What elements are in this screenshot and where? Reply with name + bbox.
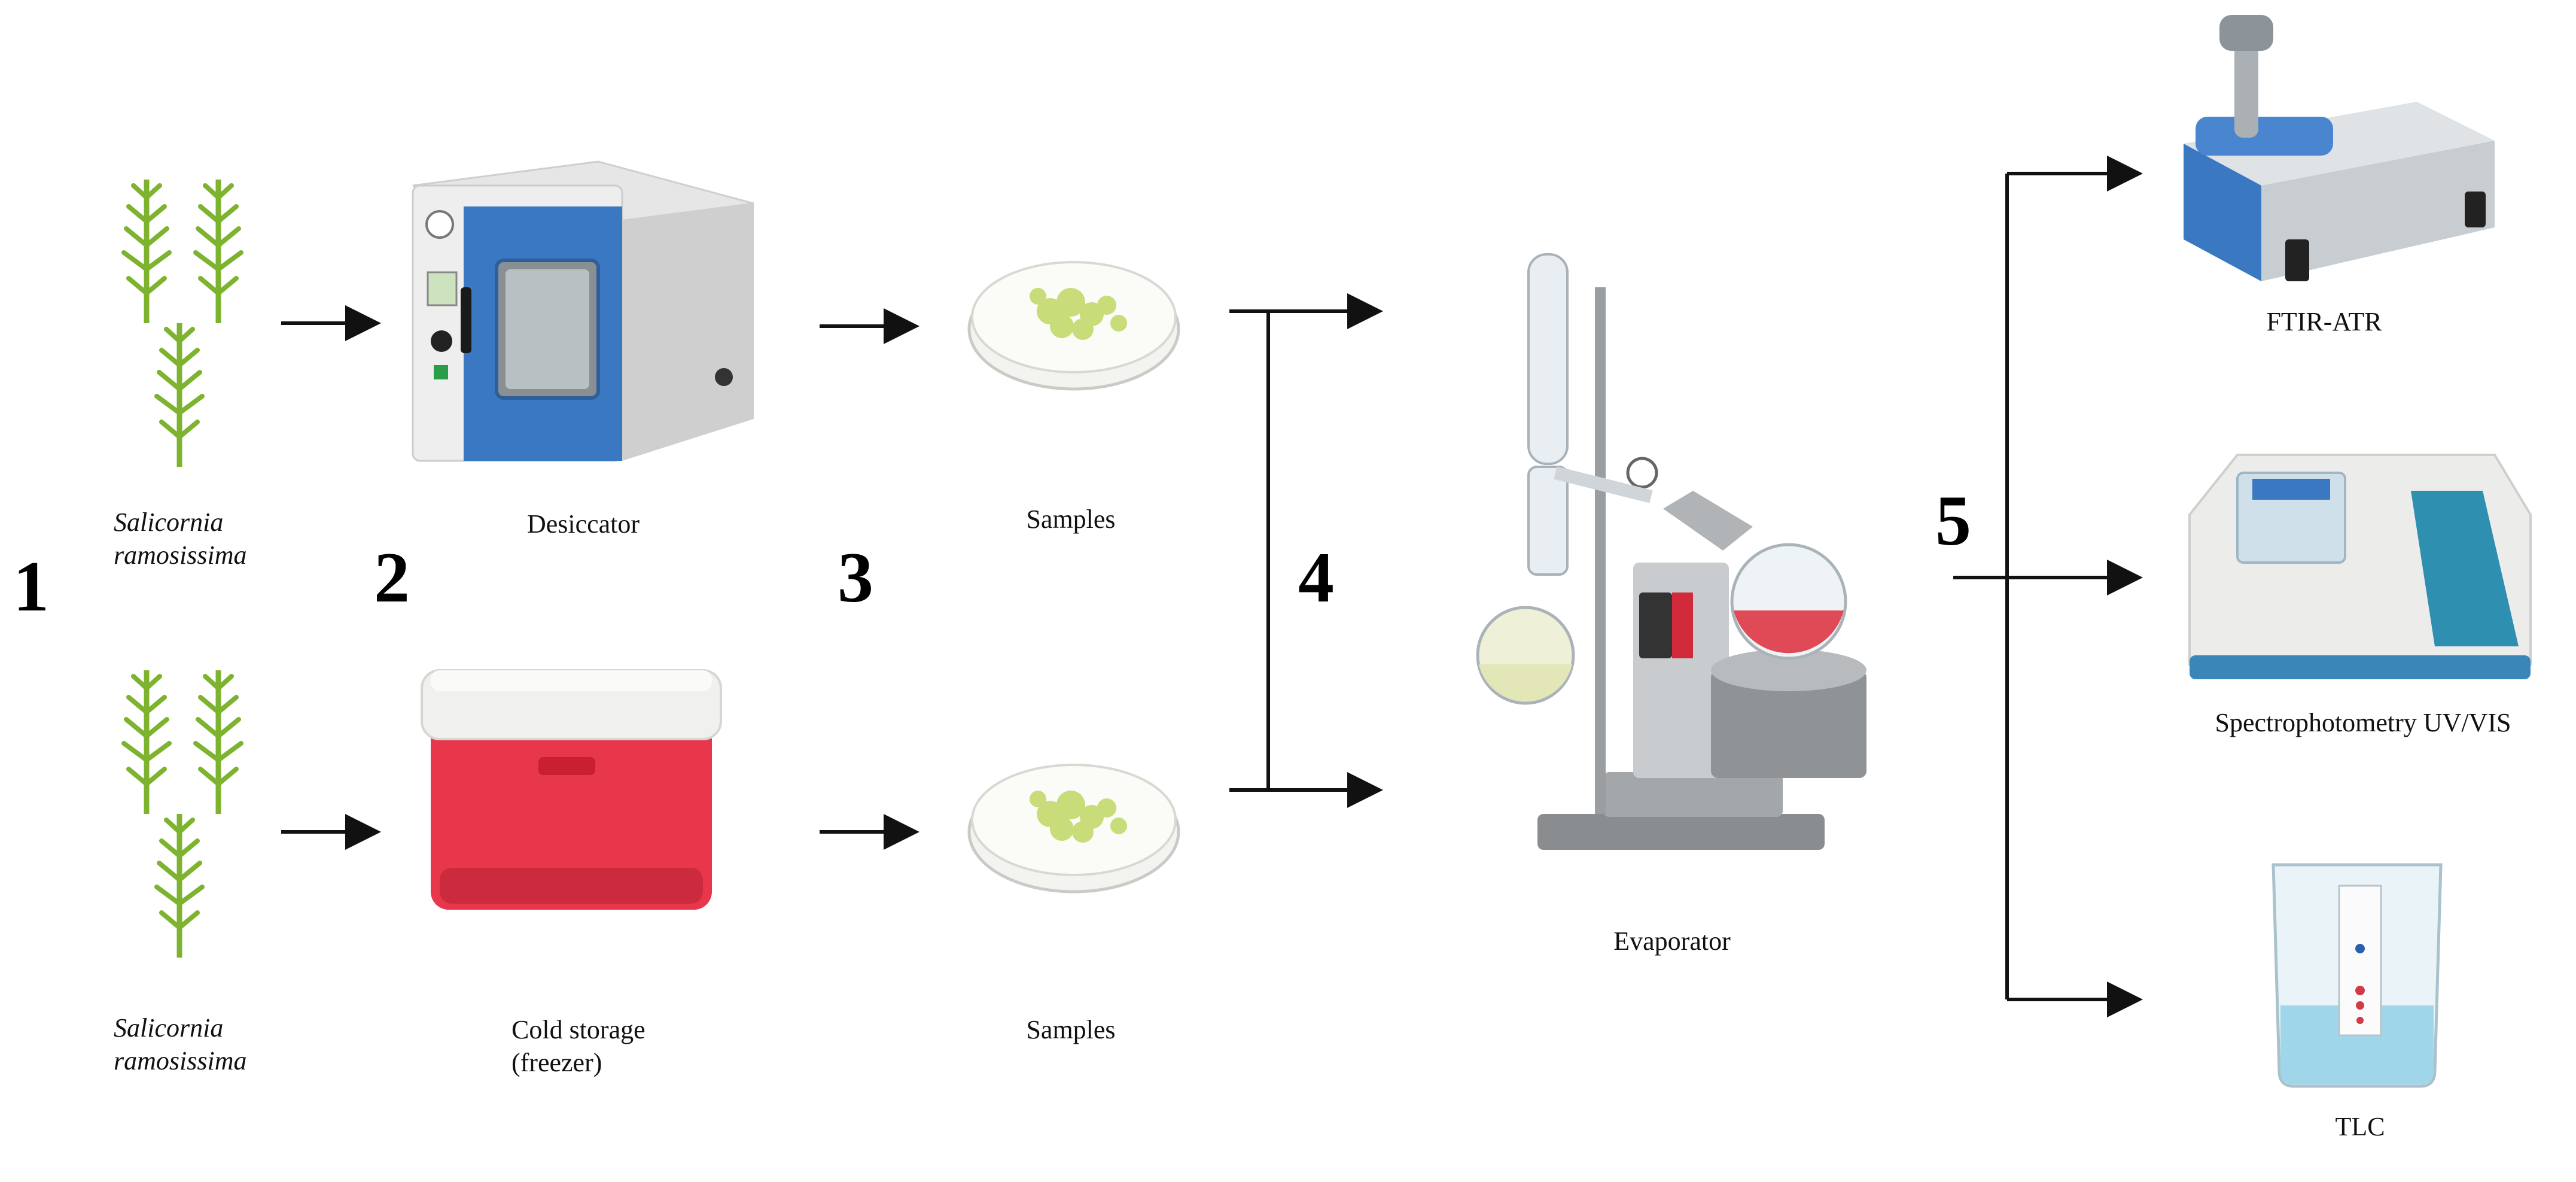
spectrophotometer-icon [2188,454,2532,679]
plant-icon-top [124,180,241,467]
spectrophotometry-label: Spectrophotometry UV/VIS [2215,708,2511,737]
tlc-label: TLC [2335,1112,2385,1141]
desiccator-icon [412,160,754,462]
petri-dish-top [969,262,1179,389]
evaporator-label: Evaporator [1613,926,1731,956]
ftir-atr-icon [2184,15,2495,281]
step-number-2: 2 [374,537,410,617]
desiccator-label: Desiccator [526,509,640,539]
tlc-beaker-icon [2271,863,2443,1088]
ftir-atr-label: FTIR-ATR [2266,307,2382,336]
plant-label-line1: Salicornia [114,508,224,537]
plant-icon-bottom [124,670,241,958]
step-number-4: 4 [1298,537,1334,617]
plant-label-bottom: Salicornia ramosissima [114,1011,247,1077]
samples-label-bottom: Samples [1026,1015,1116,1044]
samples-label-top: Samples [1026,505,1116,534]
plant-label-line2: ramosissima [114,540,247,570]
cold-storage-label: Cold storage (freezer) [511,1013,645,1079]
cold-storage-icon [421,669,722,910]
step-number-5: 5 [1935,481,1971,560]
rotary-evaporator-icon [1476,253,1866,850]
cold-storage-label-line2: (freezer) [511,1048,602,1077]
plant-label-top: Salicornia ramosissima [114,506,247,572]
step-number-3: 3 [838,537,873,617]
petri-dish-bottom [969,765,1179,892]
plant-label-line2: ramosissima [114,1046,247,1075]
connector-to-analyses [1953,156,2143,1017]
step-number-1: 1 [13,546,49,626]
connector-to-evaporator [1229,293,1383,808]
cold-storage-label-line1: Cold storage [511,1015,645,1044]
plant-label-line1: Salicornia [114,1013,224,1043]
